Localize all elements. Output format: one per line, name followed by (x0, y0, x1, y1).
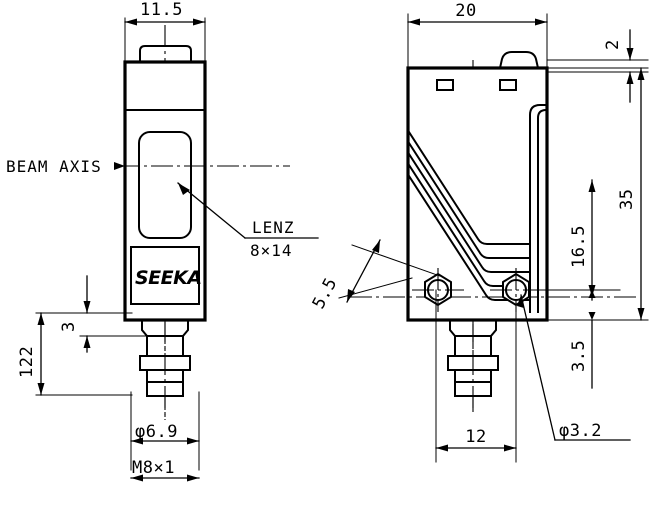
dim-35b-arrow-bottom (588, 312, 596, 320)
dim-m8-arrow-right (187, 474, 199, 482)
dim-115-arrow-left (125, 18, 137, 26)
dim-20-arrow-right (535, 18, 547, 26)
mounting-hole-left (412, 268, 464, 312)
dim-m8-text: M8×1 (132, 458, 175, 478)
brand-logo-text: SEEKA (135, 267, 202, 289)
lens-leader-line (177, 182, 246, 239)
dim-3-arrow-bottom (83, 336, 91, 348)
dim-115-text: 11.5 (140, 0, 183, 20)
dim-2-arrow-top (626, 48, 634, 60)
dim-122-arrow-bottom (37, 383, 45, 395)
cable-line-5 (407, 174, 531, 301)
connector-shoulder-right (182, 319, 189, 357)
connector-shoulder-left (141, 319, 148, 357)
side-inner-right-wall (529, 104, 548, 313)
dim-2-text: 2 (603, 39, 623, 50)
dim-3-arrow-top (83, 301, 91, 313)
dim-55-arrow-lower (347, 289, 355, 302)
lens-leader-arrowhead (178, 183, 190, 195)
dim-32-leader-line (520, 294, 556, 441)
dim-35-arrow-bottom (637, 308, 645, 320)
dim-122-arrow-top (37, 313, 45, 325)
indicator-led-1 (436, 79, 454, 91)
dim-12-arrow-left (436, 444, 448, 452)
side-top-nub (498, 51, 540, 70)
dim-69-arrow-left (131, 437, 143, 445)
side-connector-shoulder-left (449, 319, 456, 357)
dim-3-text: 3 (59, 321, 79, 332)
lens-size-label: 8×14 (250, 241, 293, 260)
dim-12-arrow-right (504, 444, 516, 452)
side-view: 20 2 35 16.5 3.5 5.5 (309, 1, 649, 463)
front-view: SEEKA BEAM AXIS LENZ 8×14 11.5 (6, 0, 319, 482)
dim-35-text: 35 (617, 189, 637, 210)
dim-122-text: 122 (17, 346, 37, 378)
dim-32-text: φ3.2 (559, 421, 602, 441)
dim-32-leader-arrowhead (517, 295, 524, 308)
dim-20-arrow-left (408, 18, 420, 26)
beam-axis-arrowhead (114, 162, 125, 170)
cable-line-3 (407, 152, 531, 273)
dim-55-ext-upper (351, 244, 441, 277)
dim-165-text: 16.5 (569, 225, 589, 268)
dim-115-arrow-right (193, 18, 205, 26)
cable-line-1 (407, 130, 531, 245)
dim-m8-arrow-left (131, 474, 143, 482)
mounting-hole-right (490, 268, 542, 312)
indicator-led-2 (499, 79, 517, 91)
cable-line-4 (407, 163, 531, 287)
dim-20-text: 20 (455, 1, 476, 21)
dim-12-text: 12 (465, 427, 486, 447)
dim-2-arrow-bottom (626, 72, 634, 84)
dim-35-arrow-top (637, 68, 645, 80)
dim-35b-text: 3.5 (569, 340, 589, 372)
dim-35b-arrow-top (588, 290, 596, 298)
dim-55-arrow-upper (372, 240, 380, 253)
dim-69-arrow-right (187, 437, 199, 445)
logo-plate (130, 246, 200, 305)
lens-name-label: LENZ (252, 218, 295, 237)
dim-165-arrow-top (588, 180, 596, 192)
dim-69-text: φ6.9 (135, 422, 178, 442)
front-top-cap (139, 45, 192, 63)
lens-window (138, 131, 192, 239)
beam-axis-label: BEAM AXIS (6, 157, 102, 176)
cable-line-2 (407, 141, 531, 259)
dim-55-text: 5.5 (309, 275, 342, 313)
side-inner-right-wall-2 (537, 108, 548, 313)
side-connector-shoulder-right (490, 319, 497, 357)
